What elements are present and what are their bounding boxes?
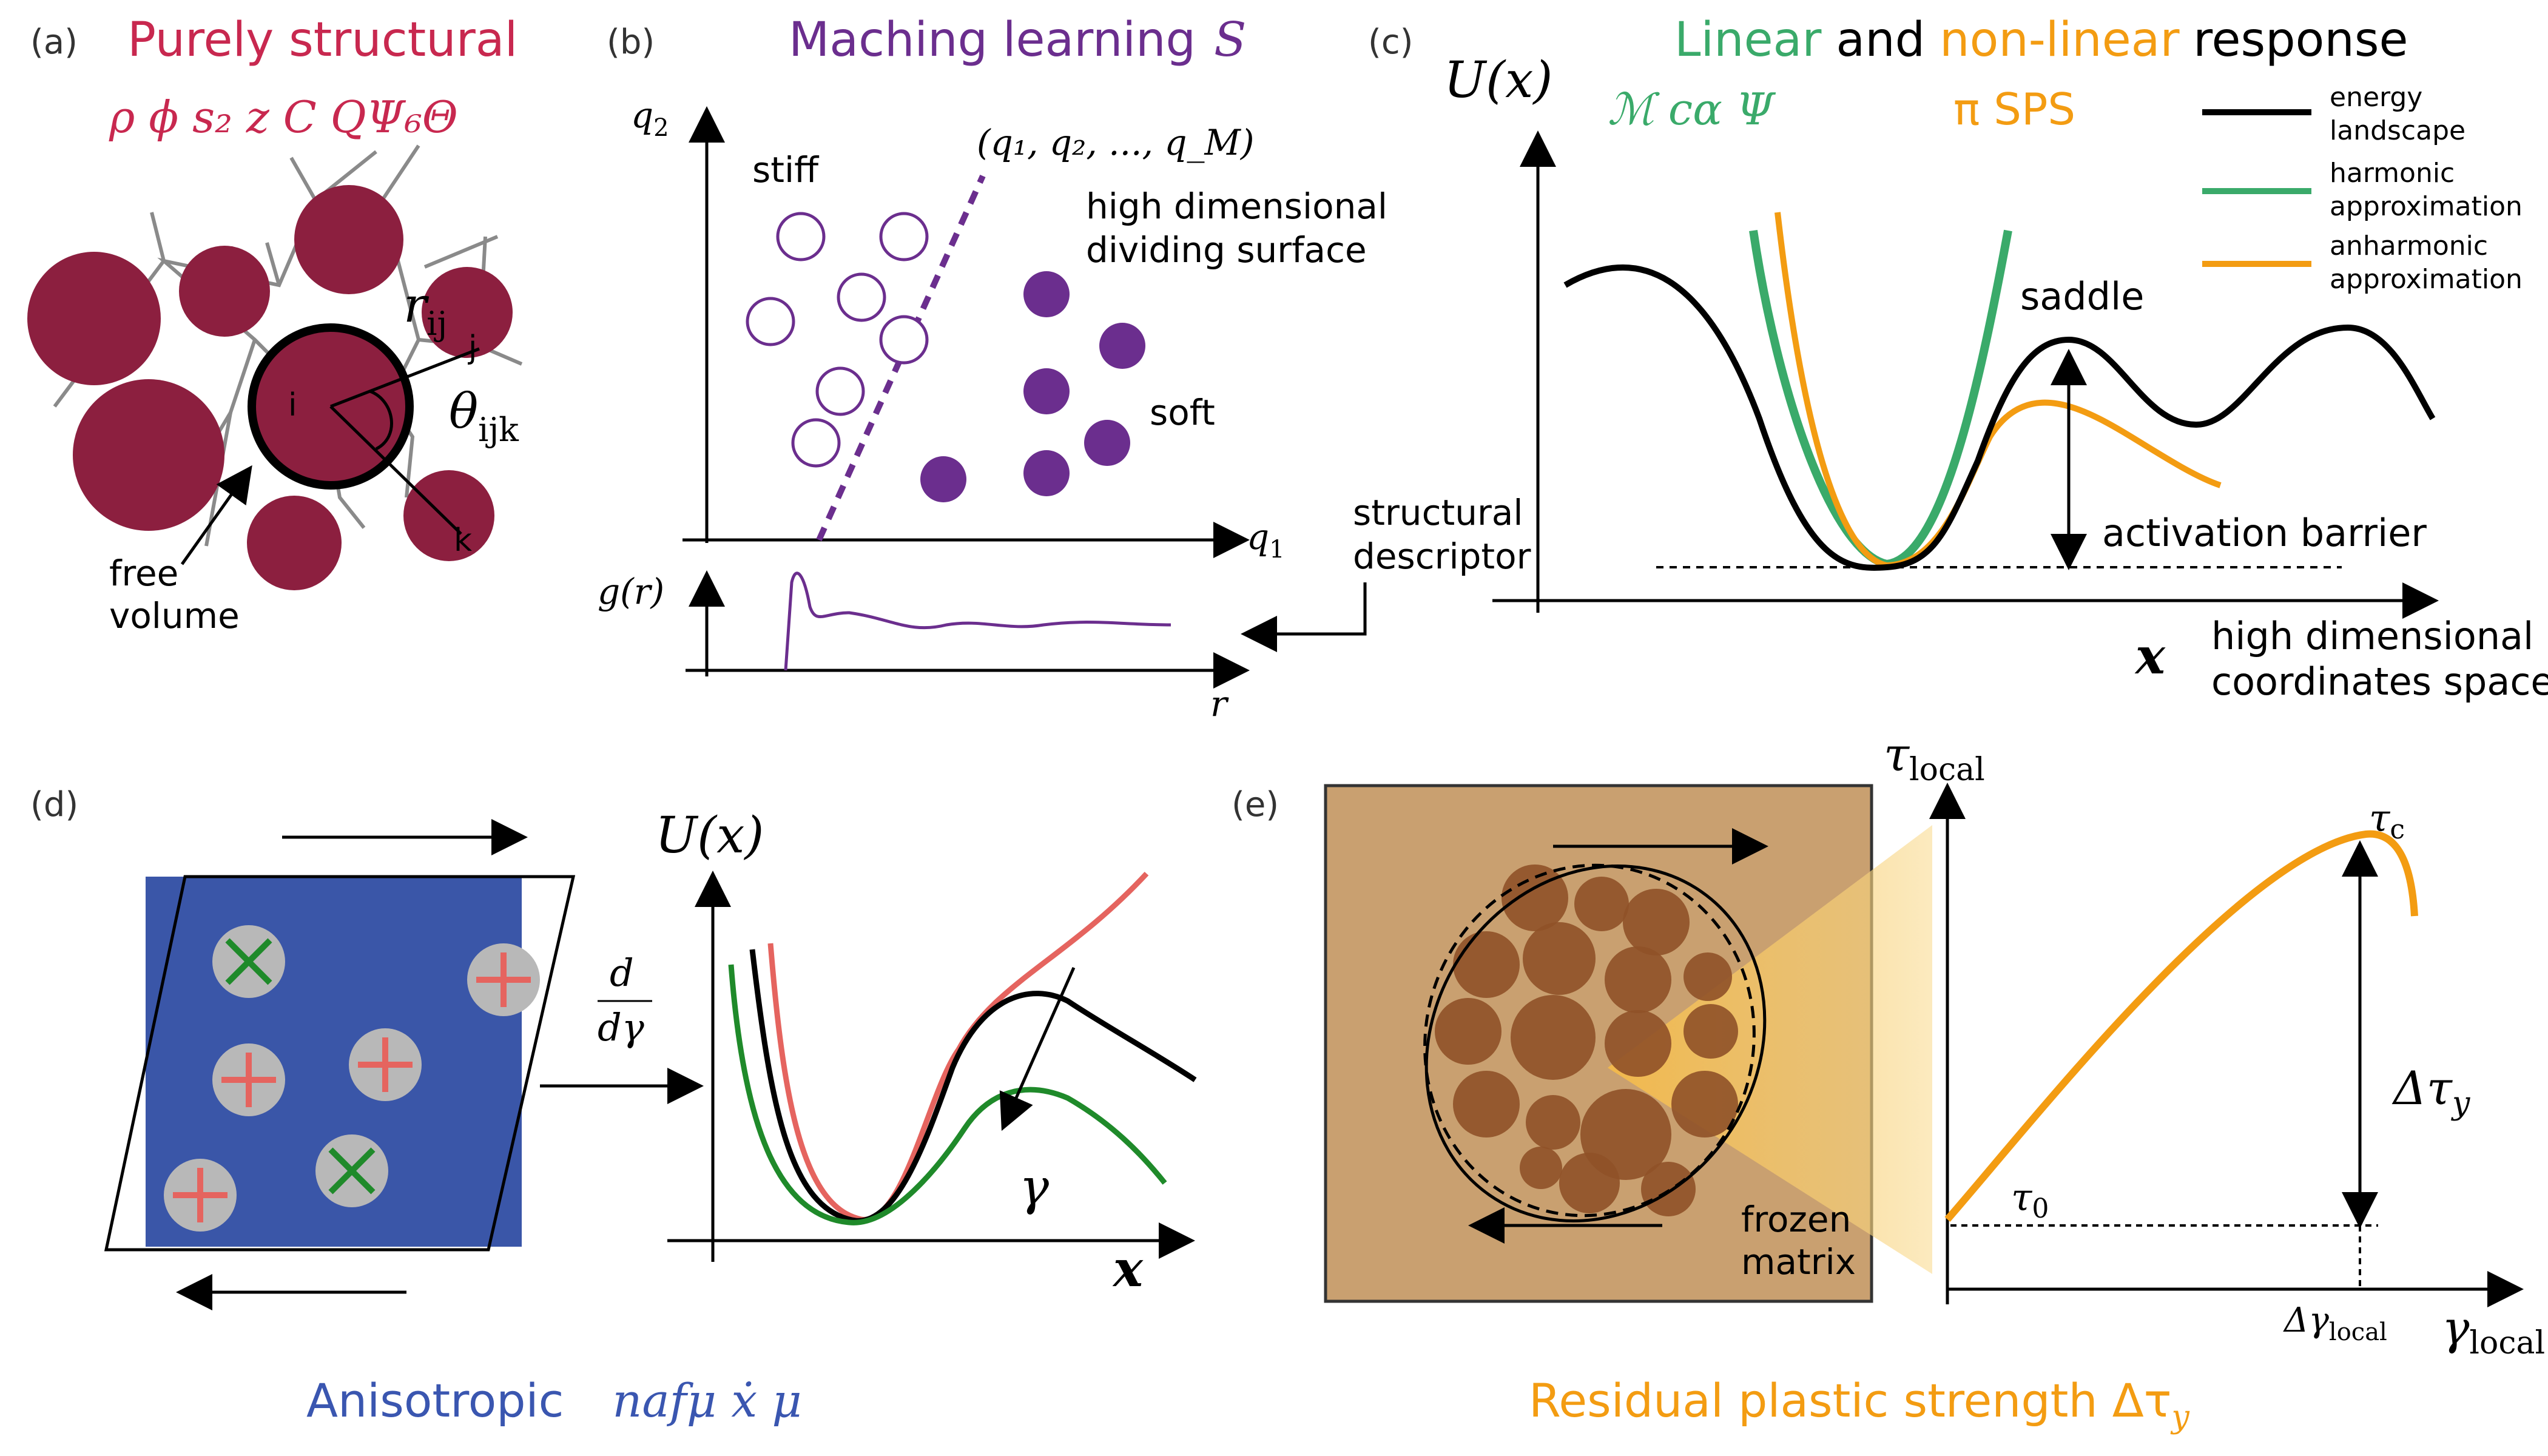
g-label: g(r) — [598, 571, 664, 612]
surface-label-2: dividing surface — [1086, 229, 1367, 271]
saddle-label: saddle — [2020, 274, 2144, 318]
d-x-label: x — [1112, 1240, 1144, 1298]
label-k: k — [454, 522, 472, 559]
inclusion-boundary-dashed — [1423, 863, 1756, 1218]
derivative-bottom: dγ — [598, 1005, 645, 1050]
stress-strain-curve — [1944, 830, 2418, 1222]
q1-label: q1 — [1247, 516, 1285, 564]
panel-d-label: (d) — [30, 785, 78, 824]
energy-landscape-curve — [1563, 264, 2436, 571]
panel-b-label: (b) — [607, 22, 655, 62]
harmonic-curve — [1749, 229, 2012, 569]
panel-a-title: Purely structural — [127, 13, 517, 67]
tau-0-label: τ0 — [2011, 1175, 2049, 1224]
panel-e: (e) frozen matrix τl — [1232, 727, 2545, 1435]
label-i: i — [288, 387, 297, 423]
soft-particles — [920, 271, 1145, 502]
gamma-arrow — [999, 966, 1076, 1131]
descriptor-arrow — [1241, 582, 1367, 652]
d-y-label: U(x) — [655, 807, 764, 864]
c-y-label: U(x) — [1444, 52, 1552, 109]
free-volume-label-2: volume — [109, 595, 240, 636]
dividing-surface — [816, 174, 986, 542]
panel-e-label: (e) — [1232, 785, 1279, 824]
curve-red — [767, 871, 1149, 1222]
frozen-label-2: matrix — [1741, 1241, 1856, 1282]
g-curve — [784, 571, 1171, 671]
cross-marks-green — [225, 938, 376, 1195]
panel-c-label: (c) — [1368, 22, 1413, 62]
barrier-label: activation barrier — [2102, 511, 2427, 555]
surface-label-1: high dimensional — [1086, 186, 1387, 227]
plus-marks-red — [173, 952, 531, 1222]
granular-inclusion — [1435, 864, 1738, 1216]
panel-a-symbols: ρ ϕ s₂ z C QΨ₆Θ — [109, 92, 458, 143]
delta-gamma-label: Δγlocal — [2283, 1301, 2387, 1346]
descriptor-label-2: descriptor — [1353, 536, 1531, 577]
q2-label: q2 — [631, 95, 669, 142]
panel-e-caption: Residual plastic strength Δτy — [1529, 1373, 2190, 1435]
space-label-1: high dimensional — [2211, 614, 2533, 658]
linear-symbols: ℳ cα Ψ — [1608, 84, 1776, 135]
particles — [27, 185, 513, 590]
delta-tau-label: Δτy — [2391, 1061, 2470, 1122]
nonlinear-symbols: π SPS — [1953, 84, 2075, 135]
label-j: j — [468, 329, 477, 366]
label-theta: θijk — [449, 383, 519, 449]
space-label-2: coordinates space — [2211, 659, 2548, 704]
frozen-label-1: frozen — [1741, 1199, 1851, 1240]
legend-harmonic-2: approximation — [2330, 191, 2523, 222]
gamma-label: γ — [1019, 1159, 1050, 1216]
r-label: r — [1210, 683, 1229, 724]
e-y-label: τlocal — [1884, 727, 1985, 788]
stiff-label: stiff — [752, 149, 820, 190]
e-x-label: γlocal — [2442, 1301, 2545, 1361]
shear-frame — [104, 875, 576, 1252]
legend-energy-1: energy — [2330, 82, 2422, 113]
panel-a: (a) Purely structural ρ ϕ s₂ z C QΨ₆Θ — [27, 13, 523, 636]
curve-black — [749, 949, 1197, 1224]
panel-d: (d) d dγ U(x) x — [30, 785, 1197, 1427]
descriptor-label-1: structural — [1353, 492, 1523, 533]
stiff-particles — [746, 212, 929, 468]
legend-anharmonic-1: anharmonic — [2330, 231, 2488, 261]
panel-c-legend: energy landscape harmonic approximation … — [2202, 82, 2523, 295]
free-volume-arrow — [180, 465, 252, 565]
legend-anharmonic-2: approximation — [2330, 264, 2523, 295]
soft-label: soft — [1150, 392, 1215, 433]
zoom-cone — [1608, 825, 1932, 1274]
c-x-label: x — [2134, 627, 2166, 686]
panel-a-label: (a) — [30, 22, 78, 62]
curve-green — [728, 964, 1167, 1225]
tuple-label: (q₁, q₂, ..., q_M) — [977, 122, 1254, 163]
bond-lines — [329, 347, 480, 535]
label-rij: rij — [403, 277, 447, 343]
free-volume-label-1: free — [109, 553, 178, 594]
derivative-top: d — [610, 951, 634, 995]
legend-energy-2: landscape — [2330, 115, 2465, 146]
inclusion-boundary-solid — [1424, 864, 1767, 1222]
tau-c-label: τc — [2369, 796, 2405, 845]
legend-harmonic-1: harmonic — [2330, 158, 2455, 189]
